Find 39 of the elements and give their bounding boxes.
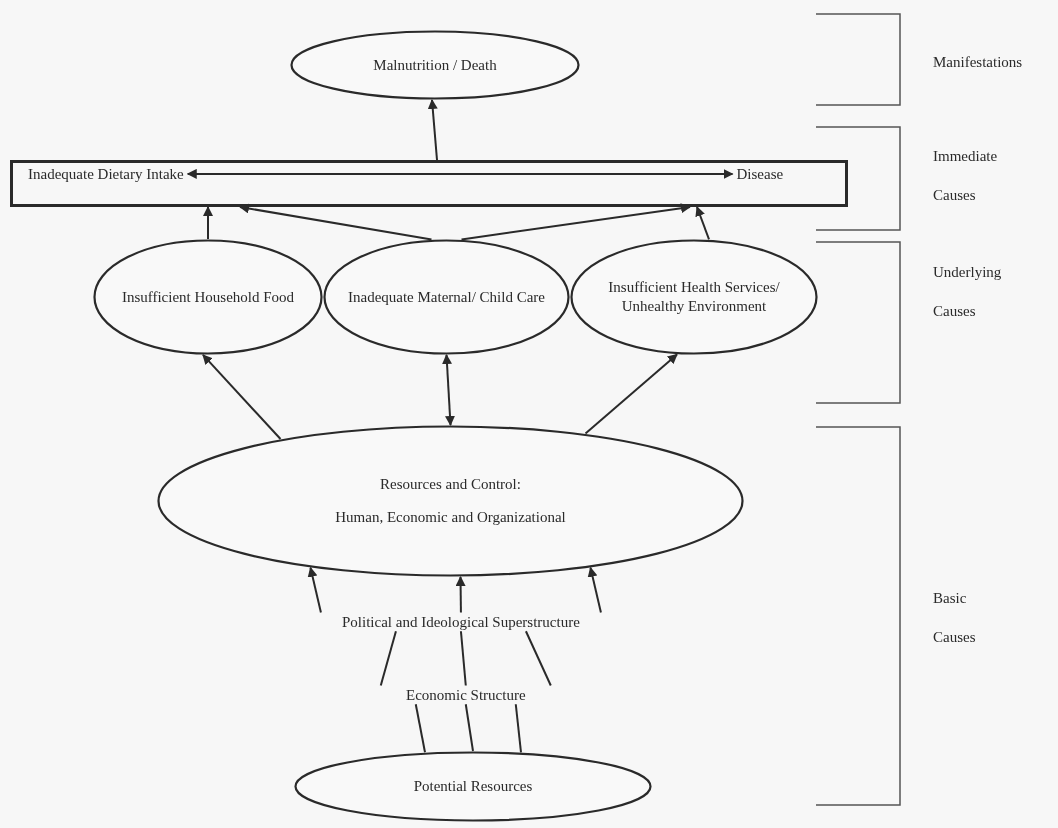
level-label: Basic Causes <box>933 589 977 647</box>
level-label: Immediate Causes <box>933 147 999 205</box>
connector-line <box>464 703 474 752</box>
arrow <box>460 203 691 241</box>
oval-node <box>93 239 323 355</box>
node-label: Inadequate Dietary Intake <box>28 164 184 184</box>
arrow <box>202 353 282 441</box>
connector-line <box>524 630 552 687</box>
connector-line <box>414 703 426 754</box>
arrow <box>584 353 678 435</box>
oval-node <box>323 239 570 355</box>
arrow <box>587 566 602 614</box>
oval-node <box>290 30 580 100</box>
arrow <box>307 566 322 614</box>
oval-node <box>294 751 652 822</box>
node-text: Insufficient Health Services/ Unhealthy Environment <box>607 278 781 316</box>
arrow <box>695 206 710 241</box>
node-text: Human, Economic and Organizational <box>335 508 566 527</box>
arrow <box>203 206 213 240</box>
connector-line <box>459 630 467 687</box>
node-text: Potential Resources <box>413 777 533 796</box>
level-label: Underlying Causes <box>933 263 1003 321</box>
arrow <box>442 354 455 426</box>
arrow <box>427 99 438 161</box>
node-text: Insufficient Household Food <box>121 287 295 307</box>
oval-node <box>157 425 744 577</box>
node-text: Malnutrition / Death <box>373 55 497 75</box>
node-text: Inadequate Maternal/ Child Care <box>348 287 545 307</box>
cause-box <box>10 160 848 207</box>
node-text: Resources and Control: <box>380 475 521 494</box>
level-label: Manifestations <box>933 53 1024 72</box>
node-label: Economic Structure <box>406 685 526 705</box>
arrow <box>455 575 466 614</box>
connector-line <box>379 630 397 687</box>
node-label: Disease <box>736 164 784 184</box>
oval-node <box>570 239 818 355</box>
arrow <box>186 168 734 179</box>
node-label: Political and Ideological Superstructure <box>342 612 580 632</box>
connector-line <box>514 703 522 754</box>
